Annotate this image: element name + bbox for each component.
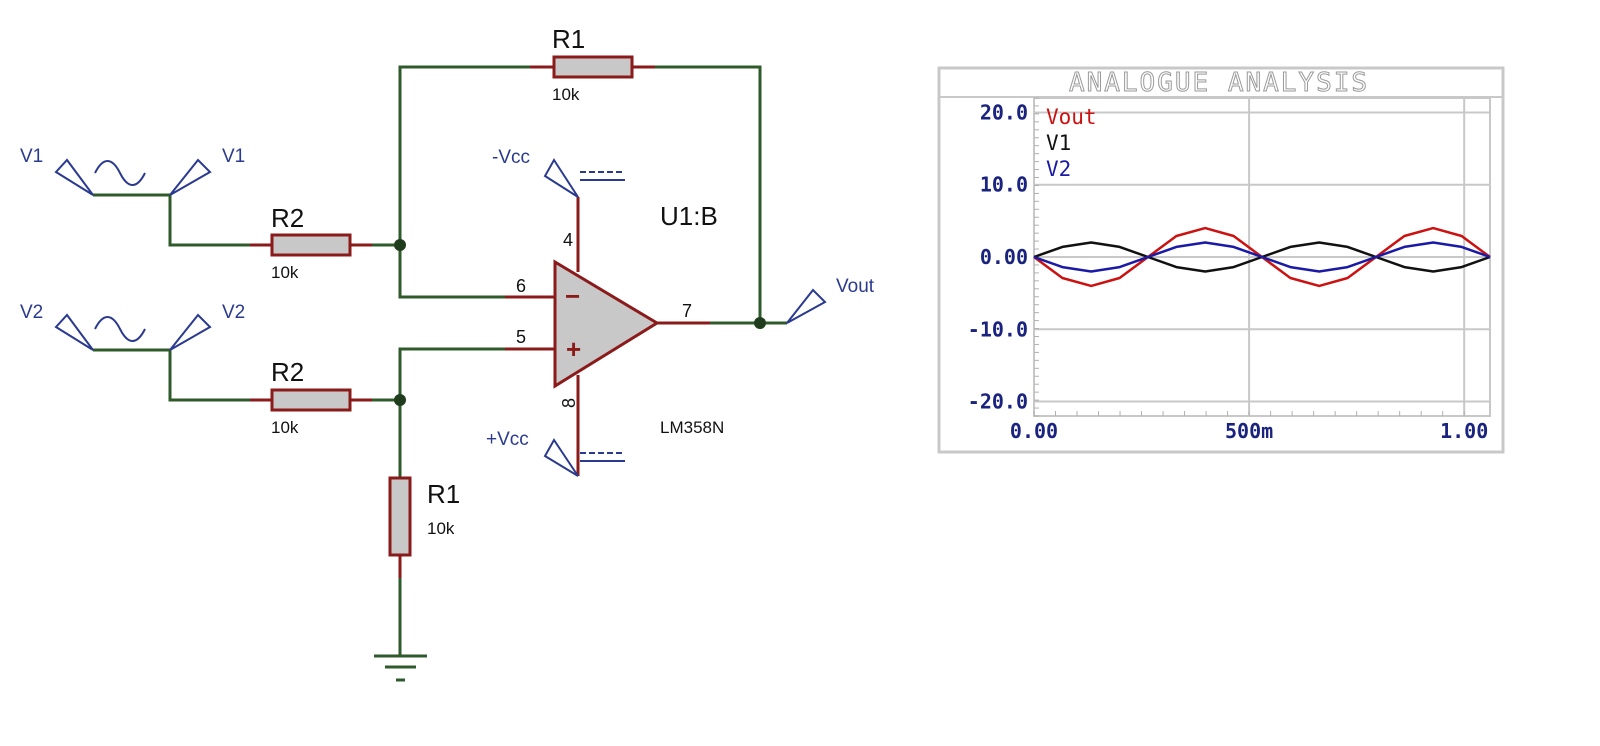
analogue-analysis-graph: ANALOGUE ANALYSIS 20.0 10.0 0.00 -10.0 -20.0…	[937, 66, 1505, 454]
ac-source-icon	[94, 160, 146, 186]
wire-v1-to-r2	[93, 193, 250, 247]
source-label: V2	[222, 302, 245, 323]
series-line-v2	[1033, 241, 1491, 273]
legend-entry: Vout	[1046, 105, 1097, 129]
opamp-ref: U1:B	[660, 201, 718, 231]
resistor-value: 10k	[271, 263, 299, 282]
resistor-name: R2	[271, 357, 304, 387]
resistor-r2-bottom: R2 10k	[250, 357, 372, 437]
wire-inv-input	[398, 245, 555, 299]
pin-number: 6	[516, 276, 526, 296]
x-tick-label: 1.00	[1440, 419, 1488, 443]
y-tick-label: 10.0	[980, 173, 1028, 197]
graph-title: ANALOGUE ANALYSIS	[1069, 68, 1369, 98]
resistor-r1-ground: R1 10k	[388, 476, 460, 578]
resistor-name: R2	[271, 203, 304, 233]
source-label: V1	[222, 146, 245, 167]
supply-terminal-neg: -Vcc	[492, 147, 625, 198]
supply-label: +Vcc	[486, 429, 529, 450]
x-tick-label: 0.00	[1010, 419, 1058, 443]
resistor-value: 10k	[271, 418, 299, 437]
resistor-r1-feedback: R1 10k	[530, 24, 655, 104]
output-label: Vout	[836, 276, 875, 297]
resistor-name: R1	[427, 479, 460, 509]
opamp-u1b: − + 6 5 7 4 8 U1:B LM358N	[505, 197, 724, 476]
pin-number: 5	[516, 327, 526, 347]
wires	[93, 65, 787, 656]
wire-r1-feedback-right	[655, 65, 762, 323]
inverting-sign: −	[565, 281, 580, 311]
pin-number: 4	[563, 230, 573, 250]
resistor-r2-top: R2 10k	[250, 203, 372, 282]
resistor-value: 10k	[552, 85, 580, 104]
pin-number: 7	[682, 301, 692, 321]
source-label: V2	[20, 302, 43, 323]
ground-symbol	[374, 654, 427, 682]
output-terminal: Vout	[786, 276, 875, 324]
y-tick-label: 20.0	[980, 100, 1028, 124]
junction-dot	[394, 239, 406, 251]
ac-source-icon	[94, 316, 146, 342]
source-v1: V1 V1	[20, 146, 245, 196]
wire-noninv-input	[398, 347, 555, 400]
noninverting-sign: +	[566, 334, 581, 364]
junction-dot	[394, 394, 406, 406]
y-tick-label: -10.0	[968, 317, 1028, 341]
pin-number: 8	[559, 398, 579, 408]
resistor-value: 10k	[427, 519, 455, 538]
resistor-name: R1	[552, 24, 585, 54]
wire-r1-feedback-left	[398, 65, 530, 245]
wire-v2-to-r2	[93, 348, 250, 402]
legend-entry: V2	[1046, 157, 1071, 181]
source-label: V1	[20, 146, 43, 167]
schematic: R1 10k R2 10k R2 10k R1 10k	[20, 24, 875, 682]
y-tick-label: -20.0	[968, 390, 1028, 414]
opamp-part: LM358N	[660, 418, 724, 437]
legend-entry: V1	[1046, 131, 1071, 155]
plot-area: 20.0 10.0 0.00 -10.0 -20.0 0.00 500m 1.00 VoutV1…	[968, 97, 1491, 443]
source-v2: V2 V2	[20, 302, 245, 351]
supply-terminal-pos: +Vcc	[486, 429, 625, 477]
x-tick-label: 500m	[1225, 419, 1273, 443]
supply-label: -Vcc	[492, 147, 530, 168]
junction-dot	[754, 317, 766, 329]
opamp-triangle	[553, 259, 660, 389]
y-tick-label: 0.00	[980, 245, 1028, 269]
